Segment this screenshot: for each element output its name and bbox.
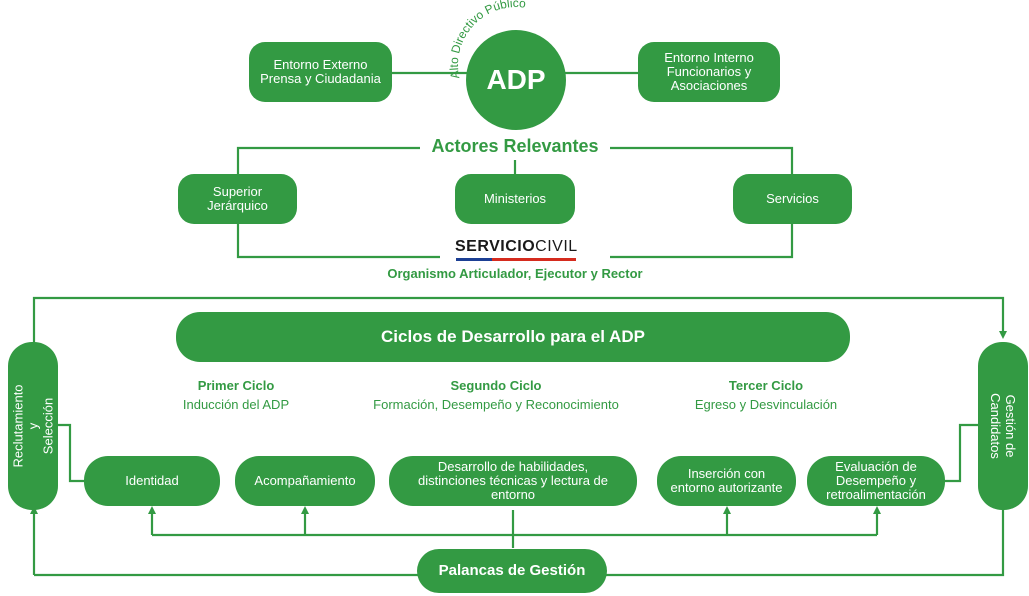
gestion-candidatos-box: Gestión de Candidatos xyxy=(978,342,1028,510)
reclutamiento-box: Reclutamiento y Selección xyxy=(8,342,58,510)
cycle-3-title: Tercer Ciclo xyxy=(728,378,804,393)
evaluacion-label: Evaluación de Desempeño y retroalimentac… xyxy=(826,459,926,502)
servicio-civil-logo: SERVICIOCIVIL xyxy=(455,238,578,261)
logo-bold: SERVICIO xyxy=(455,238,536,255)
identidad-box: Identidad xyxy=(84,456,220,506)
cycle-2-desc: Formación, Desempeño y Reconocimiento xyxy=(373,397,619,412)
ministerios-label: Ministerios xyxy=(483,191,547,206)
cycle-2-title: Segundo Ciclo xyxy=(450,378,542,393)
servicios-label: Servicios xyxy=(766,191,819,206)
desarrollo-label: Desarrollo de habilidades, distinciones … xyxy=(417,459,609,502)
entorno-externo-box: Entorno Externo Prensa y Ciudadania xyxy=(249,42,392,102)
acompanamiento-box: Acompañamiento xyxy=(235,456,375,506)
gestion-candidatos-label: Gestión de Candidatos xyxy=(988,393,1018,459)
palancas-label: Palancas de Gestión xyxy=(438,562,586,579)
superior-box: Superior Jerárquico xyxy=(178,174,297,224)
adp-label: ADP xyxy=(486,64,546,95)
reclutamiento-label: Reclutamiento y Selección xyxy=(10,384,56,468)
superior-label: Superior Jerárquico xyxy=(207,184,268,213)
entorno-interno-label: Entorno Interno Funcionarios y Asociacio… xyxy=(664,50,754,93)
identidad-label: Identidad xyxy=(125,473,179,488)
entorno-externo-label: Entorno Externo Prensa y Ciudadania xyxy=(260,57,381,86)
insercion-box: Inserción con entorno autorizante xyxy=(657,456,796,506)
organismo-label: Organismo Articulador, Ejecutor y Rector xyxy=(387,266,643,281)
acompanamiento-label: Acompañamiento xyxy=(254,473,356,488)
cycle-3-desc: Egreso y Desvinculación xyxy=(694,397,838,412)
actores-title: Actores Relevantes xyxy=(420,136,610,157)
servicios-box: Servicios xyxy=(733,174,852,224)
ciclos-title-bar: Ciclos de Desarrollo para el ADP xyxy=(176,312,850,362)
evaluacion-box: Evaluación de Desempeño y retroalimentac… xyxy=(807,456,945,506)
ministerios-box: Ministerios xyxy=(455,174,575,224)
palancas-box: Palancas de Gestión xyxy=(417,549,607,593)
cycle-1-desc: Inducción del ADP xyxy=(182,397,290,412)
insercion-label: Inserción con entorno autorizante xyxy=(670,466,783,495)
entorno-interno-box: Entorno Interno Funcionarios y Asociacio… xyxy=(638,42,780,102)
ciclos-title: Ciclos de Desarrollo para el ADP xyxy=(381,327,645,346)
adp-circle: ADP xyxy=(466,30,566,130)
logo-light: CIVIL xyxy=(535,238,578,255)
flag-stripe xyxy=(456,258,576,261)
desarrollo-box: Desarrollo de habilidades, distinciones … xyxy=(389,456,637,506)
cycle-1-title: Primer Ciclo xyxy=(197,378,275,393)
